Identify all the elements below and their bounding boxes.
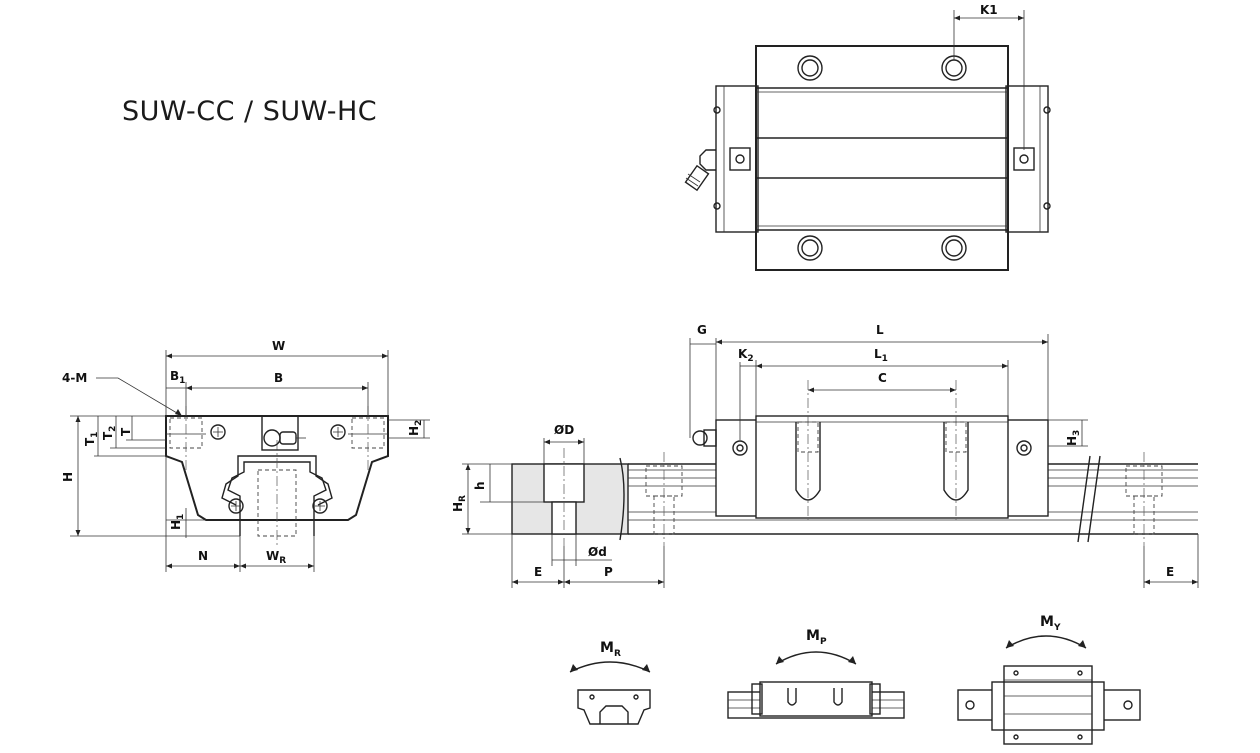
moment-label-mp: MP bbox=[806, 628, 827, 647]
moment-my-icon: MY bbox=[957, 614, 1141, 745]
dim-label-hr: HR bbox=[451, 495, 468, 512]
dim-label-p: P bbox=[604, 565, 613, 579]
moment-label-mr: MR bbox=[600, 640, 621, 659]
side-view: G L K2 L1 C H3 ØD h bbox=[451, 323, 1199, 588]
dim-label-t: T bbox=[119, 427, 133, 436]
dim-label-wr: WR bbox=[266, 549, 286, 566]
dim-label-e-right: E bbox=[1166, 565, 1174, 579]
dim-label-h3: H3 bbox=[1065, 430, 1082, 446]
dim-label-k2: K2 bbox=[738, 347, 754, 364]
dim-label-l: L bbox=[876, 323, 884, 337]
dim-label-4m: 4-M bbox=[62, 371, 87, 385]
dim-label-k1: K1 bbox=[980, 3, 998, 17]
dim-label-e-left: E bbox=[534, 565, 542, 579]
dim-label-t2: T2 bbox=[101, 426, 118, 440]
dim-label-b: B bbox=[274, 371, 283, 385]
end-view: W B B1 4-M H T1 T2 T H2 bbox=[61, 339, 430, 572]
dim-label-od-small: Ød bbox=[588, 545, 607, 559]
dim-label-b1: B1 bbox=[170, 369, 185, 386]
dim-label-g: G bbox=[697, 323, 707, 337]
dim-label-t1: T1 bbox=[83, 432, 100, 446]
page-title: SUW-CC / SUW-HC bbox=[122, 96, 378, 127]
dim-label-h1: H1 bbox=[169, 514, 186, 530]
dim-label-c: C bbox=[878, 371, 887, 385]
dim-label-h-lower: h bbox=[473, 481, 487, 490]
moment-mp-icon: MP bbox=[727, 628, 905, 719]
dim-label-od: ØD bbox=[554, 423, 574, 437]
moment-label-my: MY bbox=[1040, 614, 1061, 633]
dim-label-h2: H2 bbox=[407, 420, 424, 436]
dim-label-w: W bbox=[272, 339, 285, 353]
dim-label-h: H bbox=[61, 472, 75, 482]
grease-nipple-icon bbox=[684, 149, 716, 192]
moment-mr-icon: MR bbox=[569, 640, 651, 725]
dim-label-l1: L1 bbox=[874, 347, 888, 364]
dim-label-n: N bbox=[198, 549, 208, 563]
top-view: K1 bbox=[684, 3, 1051, 271]
